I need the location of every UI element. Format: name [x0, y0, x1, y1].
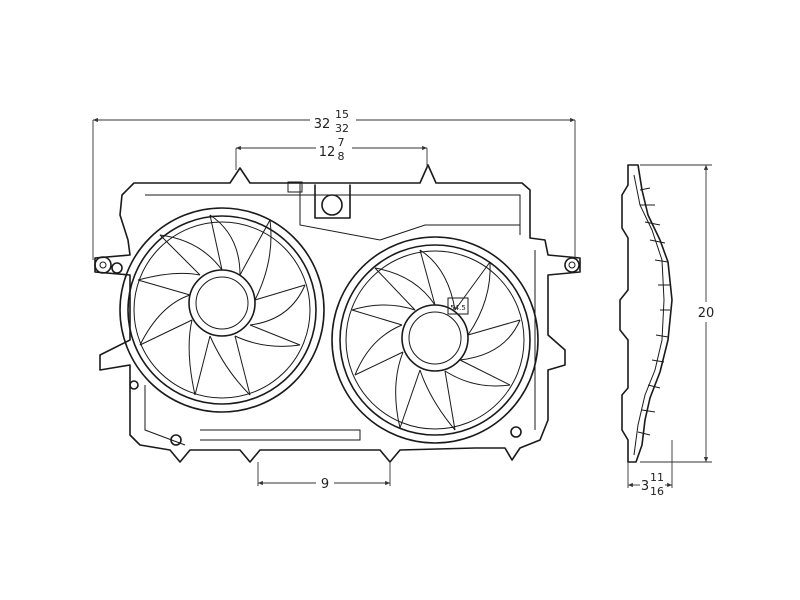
- left-fan: [119, 207, 325, 413]
- shroud-ledge-3: [200, 429, 361, 441]
- dimension-overall-width: 32 15 32: [92, 108, 576, 260]
- dimension-inner-width: 12 7 8: [235, 136, 428, 170]
- dim-bottom-value: 9: [321, 477, 329, 492]
- mount-hole: [170, 434, 182, 446]
- side-inner: [633, 174, 665, 456]
- mounting-ear-left: [94, 256, 123, 274]
- dimension-bottom-span: 9: [257, 462, 391, 492]
- dim-inner-den: 8: [338, 150, 345, 163]
- label-plate-text: 54.5: [450, 304, 466, 312]
- dim-depth-den: 16: [650, 485, 664, 498]
- shroud-outline: [94, 164, 581, 463]
- dimension-depth: 3 11 16: [627, 440, 673, 498]
- dim-depth-whole: 3: [641, 479, 649, 494]
- dim-inner-num: 7: [338, 136, 345, 149]
- dim-overall-num: 15: [335, 108, 349, 121]
- top-boss: [287, 181, 351, 219]
- dim-overall-whole: 32: [314, 117, 331, 132]
- mount-hole: [129, 380, 139, 390]
- right-fan: 54.5: [331, 236, 539, 444]
- dim-height-value: 20: [698, 306, 715, 321]
- label-plate: 54.5: [447, 297, 469, 315]
- shroud-ledge: [145, 194, 521, 235]
- dim-depth-num: 11: [650, 471, 664, 484]
- shroud-ledge-2: [299, 183, 520, 241]
- side-profile: [619, 164, 673, 463]
- dim-overall-den: 32: [335, 122, 349, 135]
- side-view: [619, 164, 673, 463]
- front-view: 54.5: [94, 164, 581, 463]
- mounting-ear-right: [564, 257, 580, 273]
- dimension-height: 20: [640, 164, 715, 463]
- dim-inner-whole: 12: [319, 145, 336, 160]
- mount-hole: [510, 426, 522, 438]
